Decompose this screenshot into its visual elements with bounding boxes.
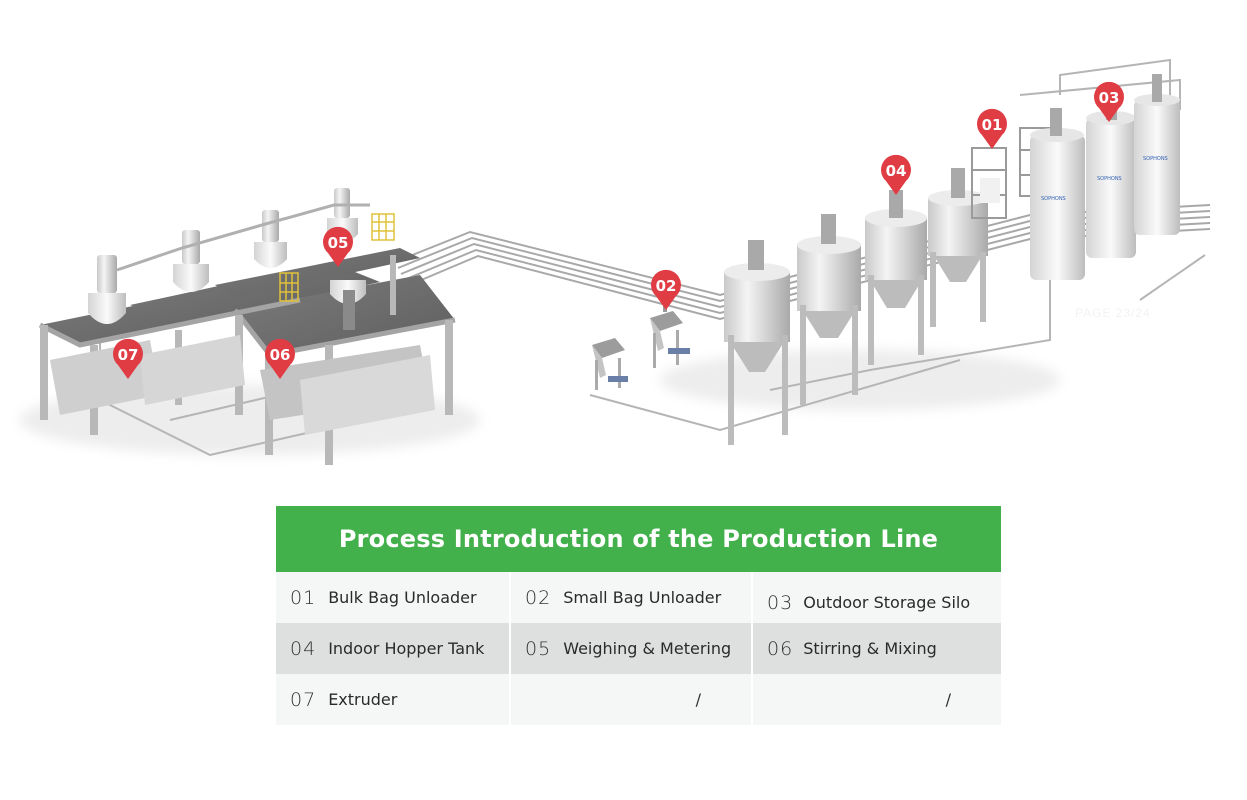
page-watermark: PAGE 23/24: [1075, 306, 1151, 320]
marker-04: 04: [881, 154, 912, 195]
map-pin-icon: [977, 108, 1007, 149]
map-pin-icon: [322, 226, 354, 267]
map-pin-icon: [881, 154, 912, 195]
step-number: 04: [290, 637, 317, 660]
table-cell: 05 Weighing & Metering: [511, 623, 753, 674]
indoor-hopper-tanks: [724, 168, 988, 445]
mixing-platforms: [38, 188, 456, 465]
process-table: Process Introduction of the Production L…: [276, 506, 1001, 725]
marker-05: 05: [322, 226, 354, 267]
step-label: Small Bag Unloader: [563, 588, 722, 607]
step-number: 03: [767, 591, 794, 614]
marker-07: 07: [113, 338, 143, 379]
table-cell: 07 Extruder: [276, 674, 511, 725]
step-label: Extruder: [328, 690, 398, 709]
production-line-illustration: SOPHONS SOPHONS SOPHONS 01 02 03 04 05 06 07: [20, 58, 1211, 465]
marker-03: 03: [1094, 81, 1124, 122]
step-label: Bulk Bag Unloader: [328, 588, 477, 607]
brand-label: SOPHONS: [1143, 156, 1168, 162]
marker-label: 07: [118, 346, 139, 364]
step-label: Weighing & Metering: [563, 639, 732, 658]
bulk-bag: [980, 178, 1000, 203]
table-cell: 02 Small Bag Unloader: [511, 572, 753, 623]
step-label: Outdoor Storage Silo: [803, 593, 971, 612]
table-cell: 06 Stirring & Mixing: [753, 623, 1001, 674]
outdoor-storage-silos: SOPHONS SOPHONS SOPHONS: [1030, 74, 1180, 280]
map-pin-icon: [1094, 81, 1124, 122]
map-pin-icon: [651, 269, 682, 310]
step-number: 07: [290, 688, 317, 711]
table-row: 07 Extruder / /: [276, 674, 1001, 725]
table-title: Process Introduction of the Production L…: [276, 506, 1001, 572]
marker-label: 05: [328, 234, 349, 252]
table-cell: 01 Bulk Bag Unloader: [276, 572, 511, 623]
marker-label: 06: [270, 346, 291, 364]
step-label: Stirring & Mixing: [803, 639, 937, 658]
table-row: 01 Bulk Bag Unloader 02 Small Bag Unloader…: [276, 572, 1001, 623]
table-cell: 04 Indoor Hopper Tank: [276, 623, 511, 674]
table-cell-empty: /: [753, 674, 1001, 725]
table-row: 04 Indoor Hopper Tank 05 Weighing & Meteri…: [276, 623, 1001, 674]
marker-label: 04: [886, 162, 907, 180]
marker-06: 06: [265, 338, 295, 379]
step-number: 06: [767, 637, 794, 660]
map-pin-icon: [265, 338, 295, 379]
empty-placeholder: /: [695, 690, 701, 709]
marker-02: 02: [651, 269, 682, 310]
step-number: 01: [290, 586, 317, 609]
marker-label: 02: [656, 277, 677, 295]
marker-01: 01: [977, 108, 1007, 149]
small-bag-unloaders: [592, 300, 690, 390]
step-number: 05: [525, 637, 552, 660]
table-cell: 03 Outdoor Storage Silo: [753, 572, 1001, 623]
marker-label: 03: [1099, 89, 1120, 107]
step-label: Indoor Hopper Tank: [328, 639, 485, 658]
map-pin-icon: [113, 338, 143, 379]
empty-placeholder: /: [945, 690, 951, 709]
brand-label: SOPHONS: [1097, 176, 1122, 182]
brand-label: SOPHONS: [1041, 196, 1066, 202]
marker-label: 01: [982, 116, 1003, 134]
table-cell-empty: /: [511, 674, 753, 725]
step-number: 02: [525, 586, 552, 609]
